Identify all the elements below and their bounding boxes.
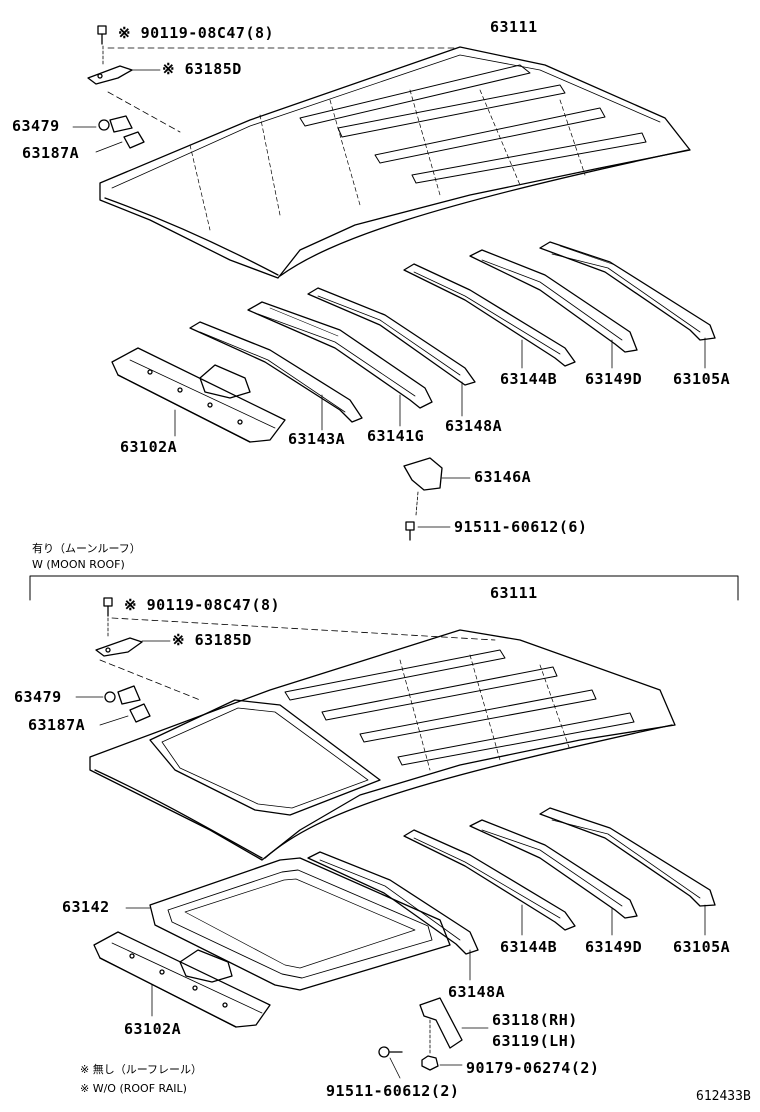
label-bow-63143a-top: 63143A <box>288 430 346 448</box>
label-clip-top: 63479 <box>12 117 60 135</box>
clip-icon <box>104 685 141 705</box>
rear-header-top <box>111 347 286 443</box>
bow-63144b-top <box>403 263 576 367</box>
roof-panel-bottom <box>89 629 676 861</box>
label-screw-top: 91511-60612(6) <box>454 518 588 536</box>
front-header-bottom <box>539 807 716 907</box>
roof-panel-top <box>99 46 691 279</box>
bow-63148a-bottom <box>307 851 479 955</box>
label-rear-header-top: 63102A <box>120 438 178 456</box>
label-bow-63144b-bottom: 63144B <box>500 938 558 956</box>
bow-63149d-top <box>469 249 638 353</box>
section-bracket <box>29 575 739 601</box>
label-retainer-bottom: 63187A <box>28 716 86 734</box>
bolt-icon <box>97 25 107 45</box>
label-bracket-bottom: ※ 63185D <box>172 631 252 649</box>
label-nut: 90179-06274(2) <box>466 1059 600 1077</box>
section-title-en: W (MOON ROOF) <box>32 558 125 571</box>
footnote-en: ※ W/O (ROOF RAIL) <box>80 1082 187 1095</box>
retainer-icon <box>123 131 145 149</box>
bracket-icon <box>87 65 133 85</box>
label-screw-bottom: 91511-60612(2) <box>326 1082 460 1100</box>
label-bow-63148a-bottom: 63148A <box>448 983 506 1001</box>
label-bracket-top: ※ 63185D <box>162 60 242 78</box>
screw-icon <box>378 1046 403 1058</box>
bow-63144b-bottom <box>403 829 576 931</box>
nut-icon <box>421 1055 439 1071</box>
front-header-top <box>539 241 716 341</box>
rear-header-bottom <box>93 931 271 1028</box>
label-bow-63141g-top: 63141G <box>367 427 425 445</box>
label-brace-top: 63146A <box>474 468 532 486</box>
bow-63143a-top <box>189 321 363 423</box>
bow-63141g-top <box>247 301 433 409</box>
label-bolt-top: ※ 90119-08C47(8) <box>118 24 275 42</box>
label-bow-63149d-bottom: 63149D <box>585 938 643 956</box>
clip-icon <box>98 115 133 133</box>
label-roof-panel-top: 63111 <box>490 18 538 36</box>
label-roof-panel-bottom: 63111 <box>490 584 538 602</box>
bolt-icon <box>103 597 113 617</box>
label-sunroof-frame: 63142 <box>62 898 110 916</box>
label-bow-63149d-top: 63149D <box>585 370 643 388</box>
label-bow-63148a-top: 63148A <box>445 417 503 435</box>
figure-id: 612433B <box>696 1089 751 1104</box>
label-bow-63144b-top: 63144B <box>500 370 558 388</box>
bracket-icon <box>95 637 143 657</box>
bow-63149d-bottom <box>469 819 638 919</box>
label-bracket-lh: 63119(LH) <box>492 1032 578 1050</box>
label-clip-bottom: 63479 <box>14 688 62 706</box>
screw-icon <box>405 521 415 541</box>
sunroof-frame <box>149 857 451 991</box>
section-title-jp: 有り（ムーンルーフ） <box>32 542 141 555</box>
label-bracket-rh: 63118(RH) <box>492 1011 578 1029</box>
label-front-header-top: 63105A <box>673 370 731 388</box>
retainer-icon <box>129 703 151 723</box>
label-retainer-top: 63187A <box>22 144 80 162</box>
label-bolt-bottom: ※ 90119-08C47(8) <box>124 596 281 614</box>
brace-icon <box>403 457 443 491</box>
footnote-jp: ※ 無し（ルーフレール） <box>80 1063 203 1076</box>
label-front-header-bottom: 63105A <box>673 938 731 956</box>
label-rear-header-bottom: 63102A <box>124 1020 182 1038</box>
bow-63148a-top <box>307 287 476 386</box>
side-bracket-icon <box>419 997 463 1049</box>
